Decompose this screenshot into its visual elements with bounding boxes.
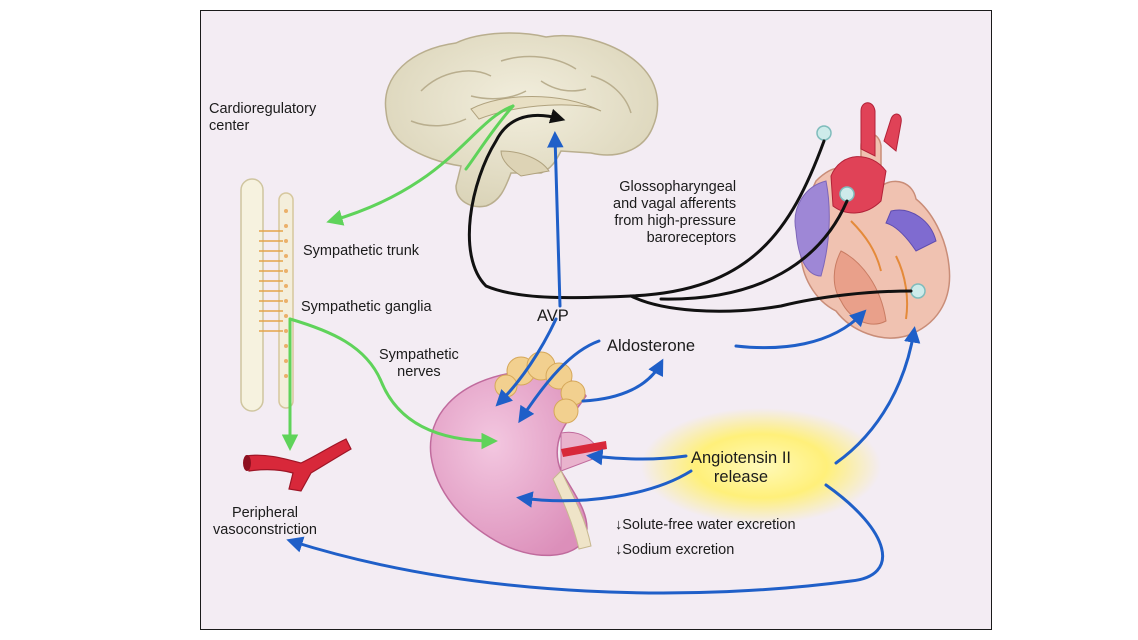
label-text: Solute-free water excretion <box>622 517 796 533</box>
hormonal-pathway <box>286 131 921 595</box>
brain-illustration <box>384 32 659 208</box>
sympathetic-nerves-label: Sympathetic nerves <box>379 347 459 381</box>
cardioregulatory-center-label: Cardioregulatory center <box>209 101 316 135</box>
label-line: and vagal afferents <box>613 196 737 212</box>
diagram-frame: Cardioregulatory center Sympathetic trun… <box>200 10 992 630</box>
label-line: nerves <box>397 364 441 380</box>
avp-label: AVP <box>537 307 569 325</box>
afferent-pathway <box>467 108 913 313</box>
label-line: baroreceptors <box>646 230 737 246</box>
baroreceptor-marker <box>816 125 832 141</box>
artery-illustration <box>243 438 352 492</box>
sympathetic-ganglia-label: Sympathetic ganglia <box>301 299 432 315</box>
label-line: Peripheral <box>231 505 299 521</box>
label-line: Glossopharyngeal <box>619 179 737 195</box>
sympathetic-pathway <box>281 104 515 451</box>
baroreceptors-label: Glossopharyngeal and vagal afferents fro… <box>613 179 736 247</box>
sympathetic-trunk-label: Sympathetic trunk <box>303 243 420 259</box>
heart-illustration <box>794 102 951 339</box>
down-arrow-icon: ↓ <box>615 542 623 558</box>
label-line: center <box>209 118 250 134</box>
baroreceptor-marker <box>910 283 926 299</box>
kidney-illustration <box>429 351 607 557</box>
angiotensin-label: Angiotensin II release <box>691 449 791 487</box>
label-line: Angiotensin II <box>691 449 791 467</box>
adrenal-gland <box>494 351 586 424</box>
angiotensin-glow <box>641 408 881 524</box>
label-line: Cardioregulatory <box>209 101 317 117</box>
baroreceptor-marker <box>839 186 855 202</box>
aldosterone-label: Aldosterone <box>607 337 696 355</box>
down-arrow-icon: ↓ <box>615 517 623 533</box>
label-line: release <box>713 468 769 486</box>
physiology-diagram <box>240 32 951 595</box>
label-text: Sodium excretion <box>622 542 735 558</box>
sympathetic-chain-illustration <box>240 178 294 412</box>
sodium-excretion-label: ↓Sodium excretion <box>615 542 734 559</box>
label-line: vasoconstriction <box>213 522 317 538</box>
label-line: from high-pressure <box>614 213 737 229</box>
label-line: Sympathetic <box>379 347 459 363</box>
peripheral-vasoconstriction-label: Peripheral vasoconstriction <box>213 505 317 539</box>
solute-free-water-label: ↓Solute-free water excretion <box>615 517 796 534</box>
